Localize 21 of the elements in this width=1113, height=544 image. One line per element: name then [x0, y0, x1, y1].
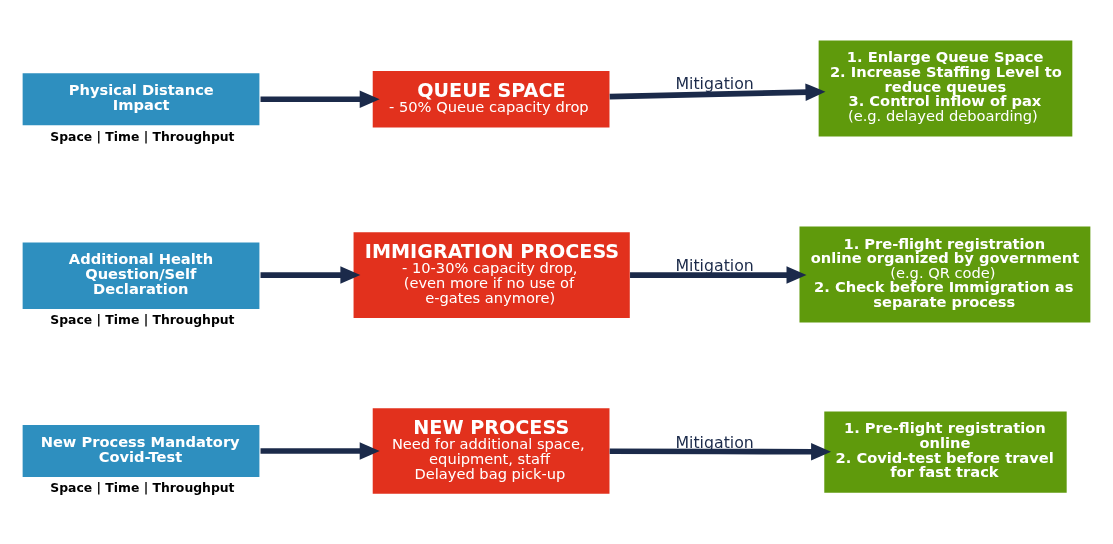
- node-box: Additional Health Question/Self Declaration: [22, 242, 260, 309]
- node-box: QUEUE SPACE - 50% Queue capacity drop: [372, 71, 610, 128]
- node-label: Space | Time | Throughput: [50, 312, 235, 328]
- edge-label: Mitigation: [675, 432, 754, 452]
- node-box: NEW PROCESS Need for additional space, equipment, staff Delayed bag pick-up: [372, 408, 610, 494]
- node-box: 1. Enlarge Queue Space 2. Increase Staffing Level to reduce queues 3. Control inflow of pax (e.g. delayed deboarding): [818, 40, 1073, 137]
- edge-label: Mitigation: [675, 255, 754, 275]
- arrow: [609, 443, 832, 461]
- arrow: [630, 266, 807, 284]
- edge-label: Mitigation: [675, 74, 754, 94]
- arrow: [609, 83, 826, 101]
- arrow: [260, 90, 380, 108]
- arrow: [260, 442, 380, 460]
- node-box: Physical Distance Impact: [22, 73, 260, 126]
- node-box: 1. Pre-flight registration online organized by government (e.g. QR code) 2. Check before Immigration as separate process: [799, 226, 1091, 323]
- node-box: 1. Pre-flight registration online 2. Covid-test before travel for fast track: [824, 411, 1067, 493]
- node-label: Space | Time | Throughput: [50, 128, 235, 144]
- arrow: [260, 266, 361, 284]
- node-box: New Process Mandatory Covid-Test: [22, 425, 260, 477]
- node-label: Space | Time | Throughput: [50, 480, 235, 496]
- node-box: IMMIGRATION PROCESS - 10-30% capacity drop, (even more if no use of e-gates anymore): [353, 232, 630, 318]
